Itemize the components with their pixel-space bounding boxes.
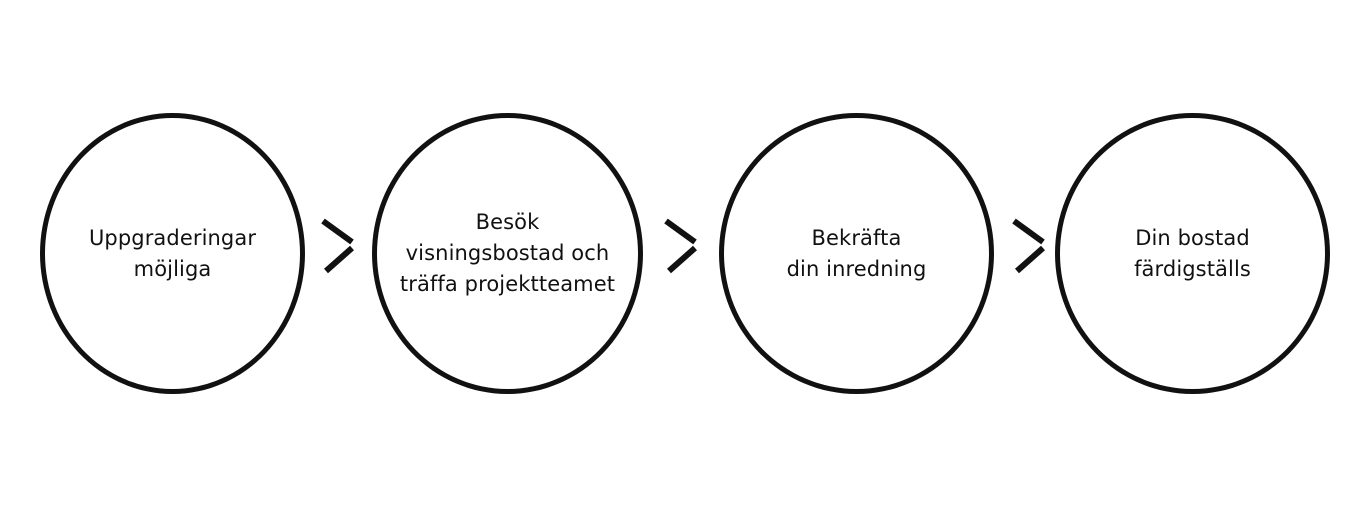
chevron-right-icon	[1009, 215, 1049, 275]
step-1-line-2: möjliga	[133, 256, 212, 281]
step-2-label: Besök visningsbostad och träffa projektt…	[388, 207, 628, 300]
step-4-label: Din bostad färdigställs	[1073, 223, 1313, 285]
chevron-right-icon-graphic	[664, 218, 697, 274]
step-4-line-2: färdigställs	[1134, 256, 1251, 281]
step-1-circle: Uppgraderingar möjliga	[40, 113, 305, 394]
step-2-line-1: Besök	[475, 210, 540, 234]
step-3-circle: Bekräfta din inredning	[719, 113, 994, 394]
chevron-right-icon-graphic	[321, 218, 354, 274]
step-4-line-1: Din bostad	[1135, 225, 1250, 250]
step-3-line-1: Bekräfta	[811, 225, 902, 250]
step-3-label: Bekräfta din inredning	[737, 223, 977, 285]
step-2-line-3: träffa projektteamet	[399, 272, 616, 296]
chevron-right-icon	[318, 215, 358, 275]
step-4-circle: Din bostad färdigställs	[1055, 113, 1330, 394]
step-1-label: Uppgraderingar möjliga	[53, 223, 293, 285]
chevron-right-icon	[661, 215, 701, 275]
step-3-line-2: din inredning	[786, 256, 927, 281]
step-2-circle: Besök visningsbostad och träffa projektt…	[372, 113, 643, 394]
step-1-line-1: Uppgraderingar	[88, 225, 257, 250]
step-2-line-2: visningsbostad och	[405, 241, 610, 265]
chevron-right-icon-graphic	[1012, 218, 1045, 274]
